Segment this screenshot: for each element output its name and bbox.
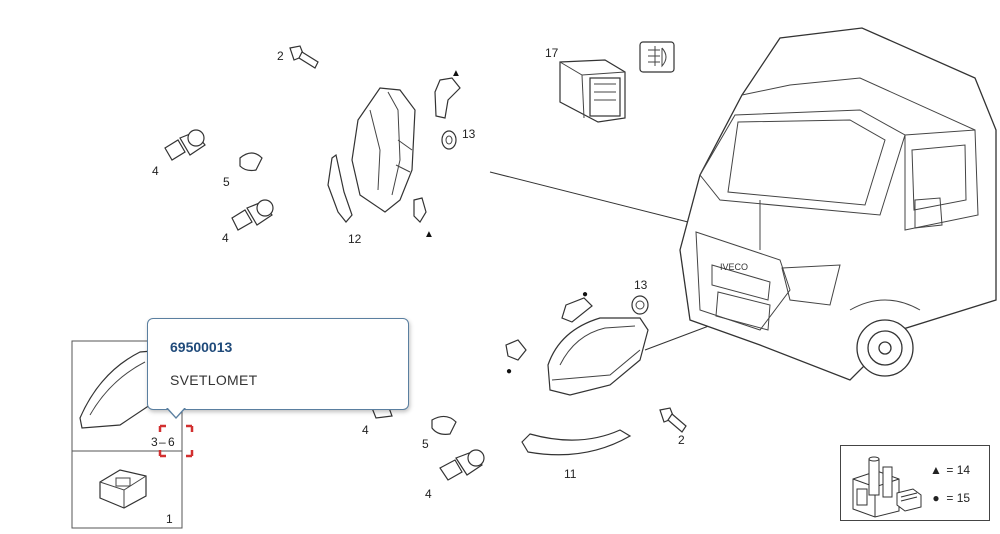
label-top-trim[interactable]: 12 <box>348 232 362 246</box>
label-bot-bulb-left[interactable]: 4 <box>362 423 369 437</box>
dot-marker-lower: ● <box>506 366 512 377</box>
label-top-bolt[interactable]: 2 <box>277 49 284 63</box>
label-switch[interactable]: 17 <box>545 46 559 60</box>
bulb-upper-4b[interactable] <box>231 199 274 231</box>
kit-legend: ▲ = 14 ● = 15 <box>840 445 990 521</box>
dot-icon: ● <box>932 491 940 505</box>
headlight-trim-11[interactable] <box>521 429 632 456</box>
legend-dot-value[interactable]: 15 <box>956 491 971 505</box>
label-top-bulb-a[interactable]: 4 <box>152 164 159 178</box>
bracket-upper[interactable] <box>434 77 461 119</box>
label-top-bulb-b[interactable]: 4 <box>222 231 229 245</box>
part-info-popup: 69500013 SVETLOMET <box>147 318 409 410</box>
bulb-lower-4[interactable] <box>439 449 485 481</box>
inset-bracket[interactable] <box>99 469 147 509</box>
bolt-lower-2[interactable] <box>659 407 687 433</box>
fog-light-icon <box>639 41 675 73</box>
bulb-lower-small-5[interactable] <box>431 415 457 435</box>
label-inset-sel[interactable]: 6 <box>168 435 175 449</box>
headlight-trim-12[interactable] <box>327 153 353 223</box>
part-number[interactable]: 69500013 <box>170 339 233 355</box>
label-bot-bulb[interactable]: 4 <box>425 487 432 501</box>
legend-row-triangle: ▲ = 14 <box>930 463 971 477</box>
headlight-upper[interactable] <box>351 87 416 213</box>
dot-marker-upper: ● <box>582 289 588 300</box>
headlight-lower[interactable] <box>547 317 649 396</box>
label-bot-trim[interactable]: 11 <box>564 467 577 481</box>
label-bot-bolt[interactable]: 2 <box>678 433 685 447</box>
bracket-lower[interactable] <box>561 297 593 323</box>
svg-text:IVECO: IVECO <box>720 262 748 272</box>
legend-triangle-value[interactable]: 14 <box>956 463 971 477</box>
triangle-marker-lower-clip: ▲ <box>424 229 434 240</box>
clip-lower[interactable] <box>505 339 527 361</box>
ring-lower-13[interactable] <box>631 295 649 315</box>
selection-marker[interactable] <box>158 424 194 458</box>
label-inset-dash: – <box>159 435 166 449</box>
label-inset-bottom[interactable]: 1 <box>166 512 173 526</box>
legend-row-dot: ● = 15 <box>929 491 970 505</box>
label-top-ring[interactable]: 13 <box>462 127 476 141</box>
leader-line-upper <box>489 171 689 223</box>
clip-upper[interactable] <box>413 197 427 223</box>
van-illustration[interactable]: IVECO <box>679 27 997 381</box>
label-bot-bulb-small[interactable]: 5 <box>422 437 429 451</box>
part-description: SVETLOMET <box>170 372 258 388</box>
bolt-upper-2[interactable] <box>289 45 319 69</box>
label-bot-ring[interactable]: 13 <box>634 278 648 292</box>
popup-pointer-inner <box>167 407 185 417</box>
bulb-upper-4a[interactable] <box>164 129 206 161</box>
kit-box-icon <box>852 456 922 518</box>
label-inset-ref[interactable]: 3 <box>151 435 158 449</box>
triangle-marker-upper: ▲ <box>451 68 461 79</box>
label-top-bulb-small[interactable]: 5 <box>223 175 230 189</box>
bulb-upper-small-5[interactable] <box>239 152 263 172</box>
ring-upper-13[interactable] <box>441 130 457 150</box>
triangle-icon: ▲ <box>930 463 942 477</box>
switch-part[interactable] <box>559 59 626 123</box>
